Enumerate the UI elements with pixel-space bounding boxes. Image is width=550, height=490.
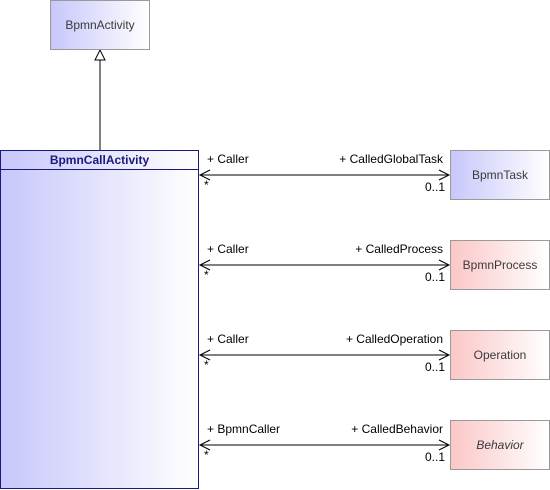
class-name: BpmnTask [471,168,529,182]
target-multiplicity: 0..1 [424,360,445,374]
class-bpmn-process[interactable]: BpmnProcess [450,240,550,290]
source-role-label: + Caller [207,242,249,256]
target-role-label: + CalledProcess [355,242,443,256]
association-arrowhead-target [438,259,451,271]
association-arrowhead-source [198,169,211,181]
source-role-label: + Caller [207,152,249,166]
association-arrowhead-target [438,439,451,451]
class-bpmn-call-activity[interactable]: BpmnCallActivity [0,150,199,489]
class-behavior[interactable]: Behavior [450,420,550,470]
association-arrowhead-source [198,349,211,361]
association-arrowhead-target [438,349,451,361]
class-name: BpmnActivity [65,18,135,32]
association-arrowhead-source [198,439,211,451]
source-role-label: + Caller [207,332,249,346]
class-operation[interactable]: Operation [450,330,550,380]
class-name: Behavior [476,438,524,452]
class-bpmn-activity[interactable]: BpmnActivity [50,0,150,50]
source-multiplicity: * [204,178,209,192]
source-multiplicity: * [204,268,209,282]
source-role-label: + BpmnCaller [207,422,281,436]
class-name: BpmnProcess [462,258,538,272]
class-bpmn-task[interactable]: BpmnTask [450,150,550,200]
class-name: BpmnCallActivity [1,151,198,170]
target-role-label: + CalledGlobalTask [339,152,443,166]
association-arrowhead-target [438,169,451,181]
generalization-arrowhead [94,48,106,61]
target-multiplicity: 0..1 [424,180,445,194]
association-arrowhead-source [198,259,211,271]
source-multiplicity: * [204,448,209,462]
source-multiplicity: * [204,358,209,372]
target-multiplicity: 0..1 [424,450,445,464]
target-role-label: + CalledOperation [345,332,443,346]
target-role-label: + CalledBehavior [351,422,443,436]
target-multiplicity: 0..1 [424,270,445,284]
class-name: Operation [473,348,527,362]
